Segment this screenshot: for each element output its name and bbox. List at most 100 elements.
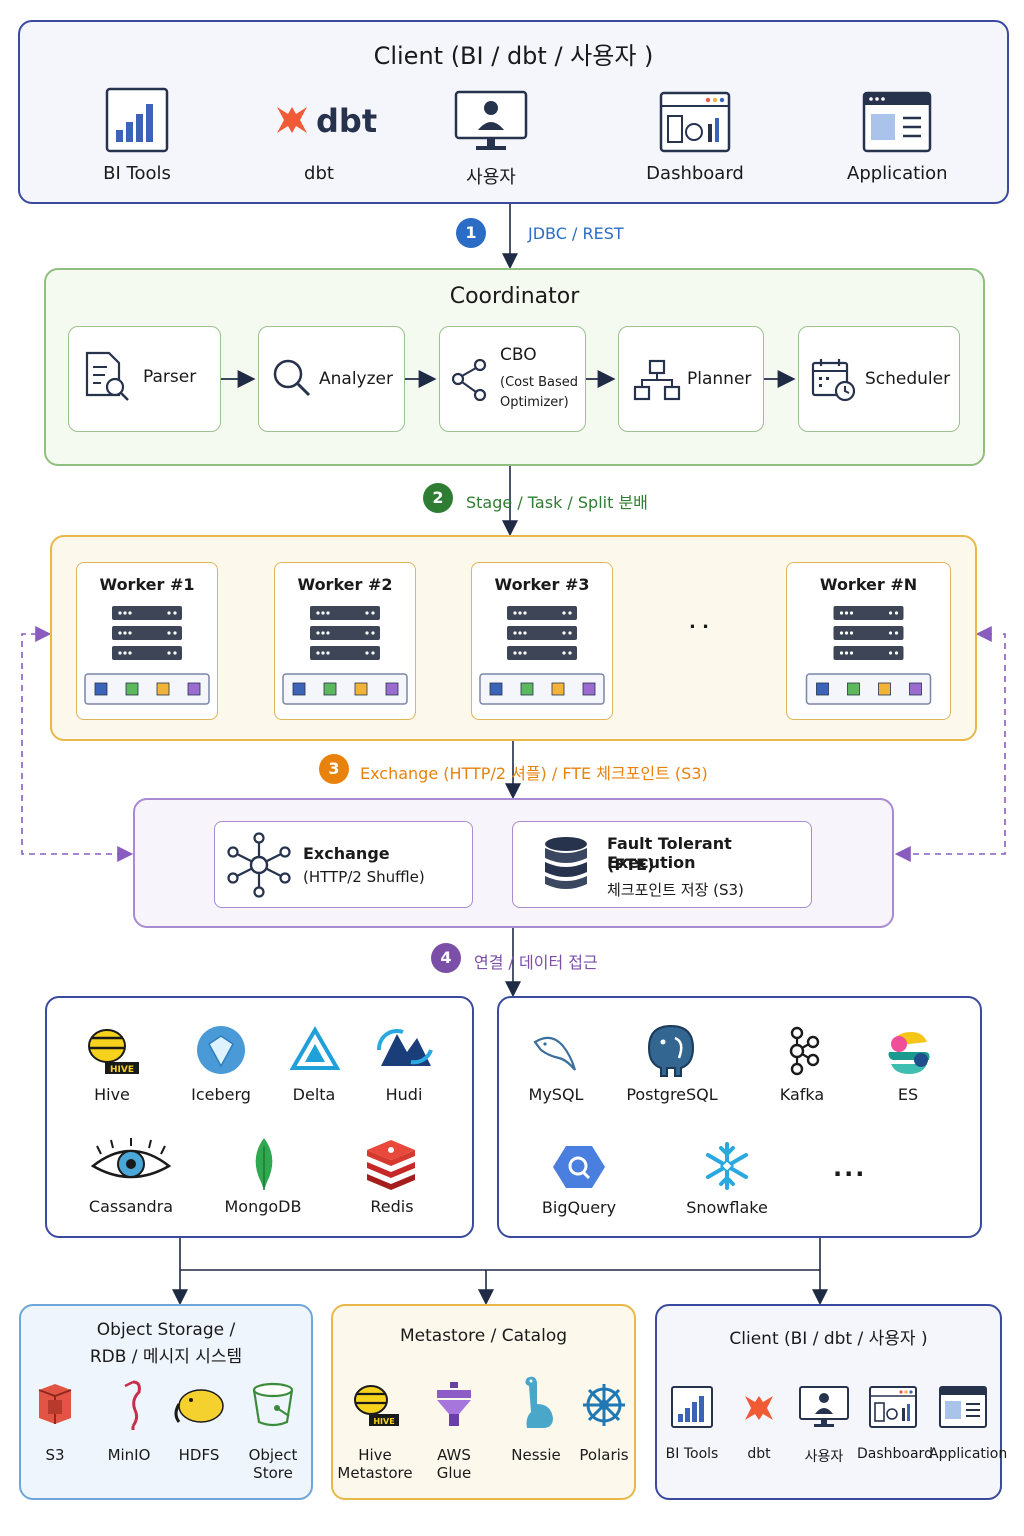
delta-icon	[289, 1026, 341, 1070]
kafka-icon	[789, 1026, 820, 1076]
share-nodes-icon	[451, 358, 487, 402]
metastore-label: AWS	[437, 1446, 471, 1464]
source-label: Redis	[370, 1197, 414, 1216]
step-badge-1: 1	[456, 218, 486, 248]
fte-subtitle: (FTE)	[607, 855, 655, 874]
cbo-subtitle-1: (Cost Based	[500, 375, 579, 390]
bigquery-icon	[553, 1146, 605, 1188]
client-bottom-label: Dashboard	[857, 1446, 933, 1462]
magnifier-icon	[273, 359, 311, 397]
cbo-label: CBO	[500, 345, 537, 365]
server-stack-icon	[479, 606, 605, 705]
client-bottom-label: BI Tools	[665, 1446, 719, 1462]
storage-label: S3	[45, 1446, 65, 1464]
snowflake-icon	[706, 1142, 748, 1190]
network-hub-icon	[227, 832, 291, 898]
dashboard-icon	[659, 91, 731, 153]
metastore-label: Nessie	[511, 1446, 561, 1464]
source-label: MySQL	[528, 1085, 584, 1104]
source-label: Iceberg	[191, 1085, 251, 1104]
step-label-2: Stage / Task / Split 분배	[466, 493, 648, 512]
scheduler-box: Scheduler	[798, 326, 960, 432]
source-label: PostgreSQL	[626, 1085, 718, 1104]
metastore-label-line2: Metastore	[337, 1464, 413, 1482]
storage-title-line1: Object Storage /	[96, 1320, 236, 1340]
storage-label: MinIO	[107, 1446, 151, 1464]
metastore-label: Polaris	[579, 1446, 629, 1464]
calendar-clock-icon	[811, 359, 856, 402]
storage-label: HDFS	[178, 1446, 220, 1464]
hierarchy-icon	[633, 359, 681, 401]
parser-box: Parser	[68, 326, 221, 432]
server-stack-icon	[805, 606, 932, 705]
coordinator-flow-arrows	[221, 370, 796, 388]
dashboard-icon	[869, 1386, 917, 1428]
source-label: BigQuery	[541, 1198, 617, 1217]
metastore-label: Hive	[358, 1446, 392, 1464]
client-bottom-label: dbt	[747, 1446, 771, 1462]
source-label: Kafka	[779, 1085, 825, 1104]
worker-title: Worker #N	[819, 575, 918, 594]
dbt-logo-icon	[277, 107, 307, 133]
hive-bee-icon: HIVE	[354, 1385, 399, 1426]
user-monitor-icon	[799, 1386, 849, 1427]
step-badge-3: 3	[319, 754, 349, 784]
minio-flamingo-icon	[124, 1380, 141, 1430]
source-label: Delta	[292, 1085, 336, 1104]
planner-label: Planner	[687, 369, 752, 389]
worker-title: Worker #3	[494, 575, 590, 594]
database-icon	[545, 837, 587, 889]
cbo-subtitle-2: Optimizer)	[500, 395, 569, 410]
application-window-icon	[862, 91, 932, 153]
client-item-label: Application	[847, 163, 948, 184]
svg-text:HIVE: HIVE	[110, 1065, 134, 1075]
client-item-label: Dashboard	[646, 163, 744, 184]
cassandra-eye-icon	[90, 1138, 172, 1179]
sources-right-panel: MySQL PostgreSQL Kafka ES BigQuery Snow	[497, 996, 982, 1238]
step-label-1: JDBC / REST	[528, 224, 624, 243]
step-label-3: Exchange (HTTP/2 셔플) / FTE 체크포인트 (S3)	[360, 764, 708, 783]
metastore-title: Metastore / Catalog	[399, 1326, 568, 1346]
step-badge-2: 2	[423, 483, 453, 513]
parser-label: Parser	[143, 367, 197, 387]
analyzer-label: Analyzer	[319, 369, 393, 389]
hdfs-elephant-icon	[174, 1389, 224, 1423]
client-bottom-title: Client (BI / dbt / 사용자 )	[729, 1329, 928, 1349]
storage-label-line2: Store	[253, 1464, 293, 1482]
worker-title: Worker #1	[99, 575, 195, 594]
metastore-label-line2: Glue	[436, 1464, 472, 1482]
application-window-icon	[939, 1386, 987, 1428]
storage-label: Object	[248, 1446, 298, 1464]
coordinator-title: Coordinator	[449, 284, 580, 309]
source-label: ES	[897, 1085, 919, 1104]
sources-left-panel: HIVE Hive Iceberg Delta Hudi Cassandra M…	[45, 996, 474, 1238]
bar-chart-icon	[105, 87, 169, 153]
fte-title: Fault Tolerant Execution	[607, 834, 732, 872]
redis-icon	[367, 1140, 415, 1190]
elasticsearch-icon	[888, 1032, 930, 1074]
analyzer-box: Analyzer	[258, 326, 405, 432]
mongodb-leaf-icon	[255, 1138, 273, 1190]
exchange-title: Exchange	[303, 844, 390, 863]
source-label: Cassandra	[88, 1197, 174, 1216]
exchange-box: Exchange (HTTP/2 Shuffle)	[214, 821, 473, 908]
dbt-logo-icon	[745, 1396, 773, 1420]
s3-bucket-icon	[38, 1384, 72, 1424]
source-label: Hive	[94, 1085, 130, 1104]
client-panel: Client (BI / dbt / 사용자 ) BI Tools dbt db…	[18, 20, 1009, 204]
worker-title: Worker #2	[297, 575, 393, 594]
more-sources-ellipsis: ...	[833, 1154, 867, 1182]
postgresql-elephant-icon	[647, 1024, 695, 1077]
source-label: Hudi	[385, 1085, 423, 1104]
server-stack-icon	[84, 606, 210, 705]
client-bottom-label: Application	[929, 1446, 1008, 1462]
client-item-label: dbt	[304, 163, 334, 184]
svg-text:HIVE: HIVE	[373, 1417, 394, 1426]
planner-box: Planner	[618, 326, 764, 432]
server-stack-icon	[282, 606, 408, 705]
client-item-label: BI Tools	[103, 163, 171, 184]
step-badge-4: 4	[431, 943, 461, 973]
source-label: Snowflake	[686, 1198, 768, 1217]
user-monitor-icon	[454, 90, 528, 150]
iceberg-icon	[197, 1026, 245, 1074]
